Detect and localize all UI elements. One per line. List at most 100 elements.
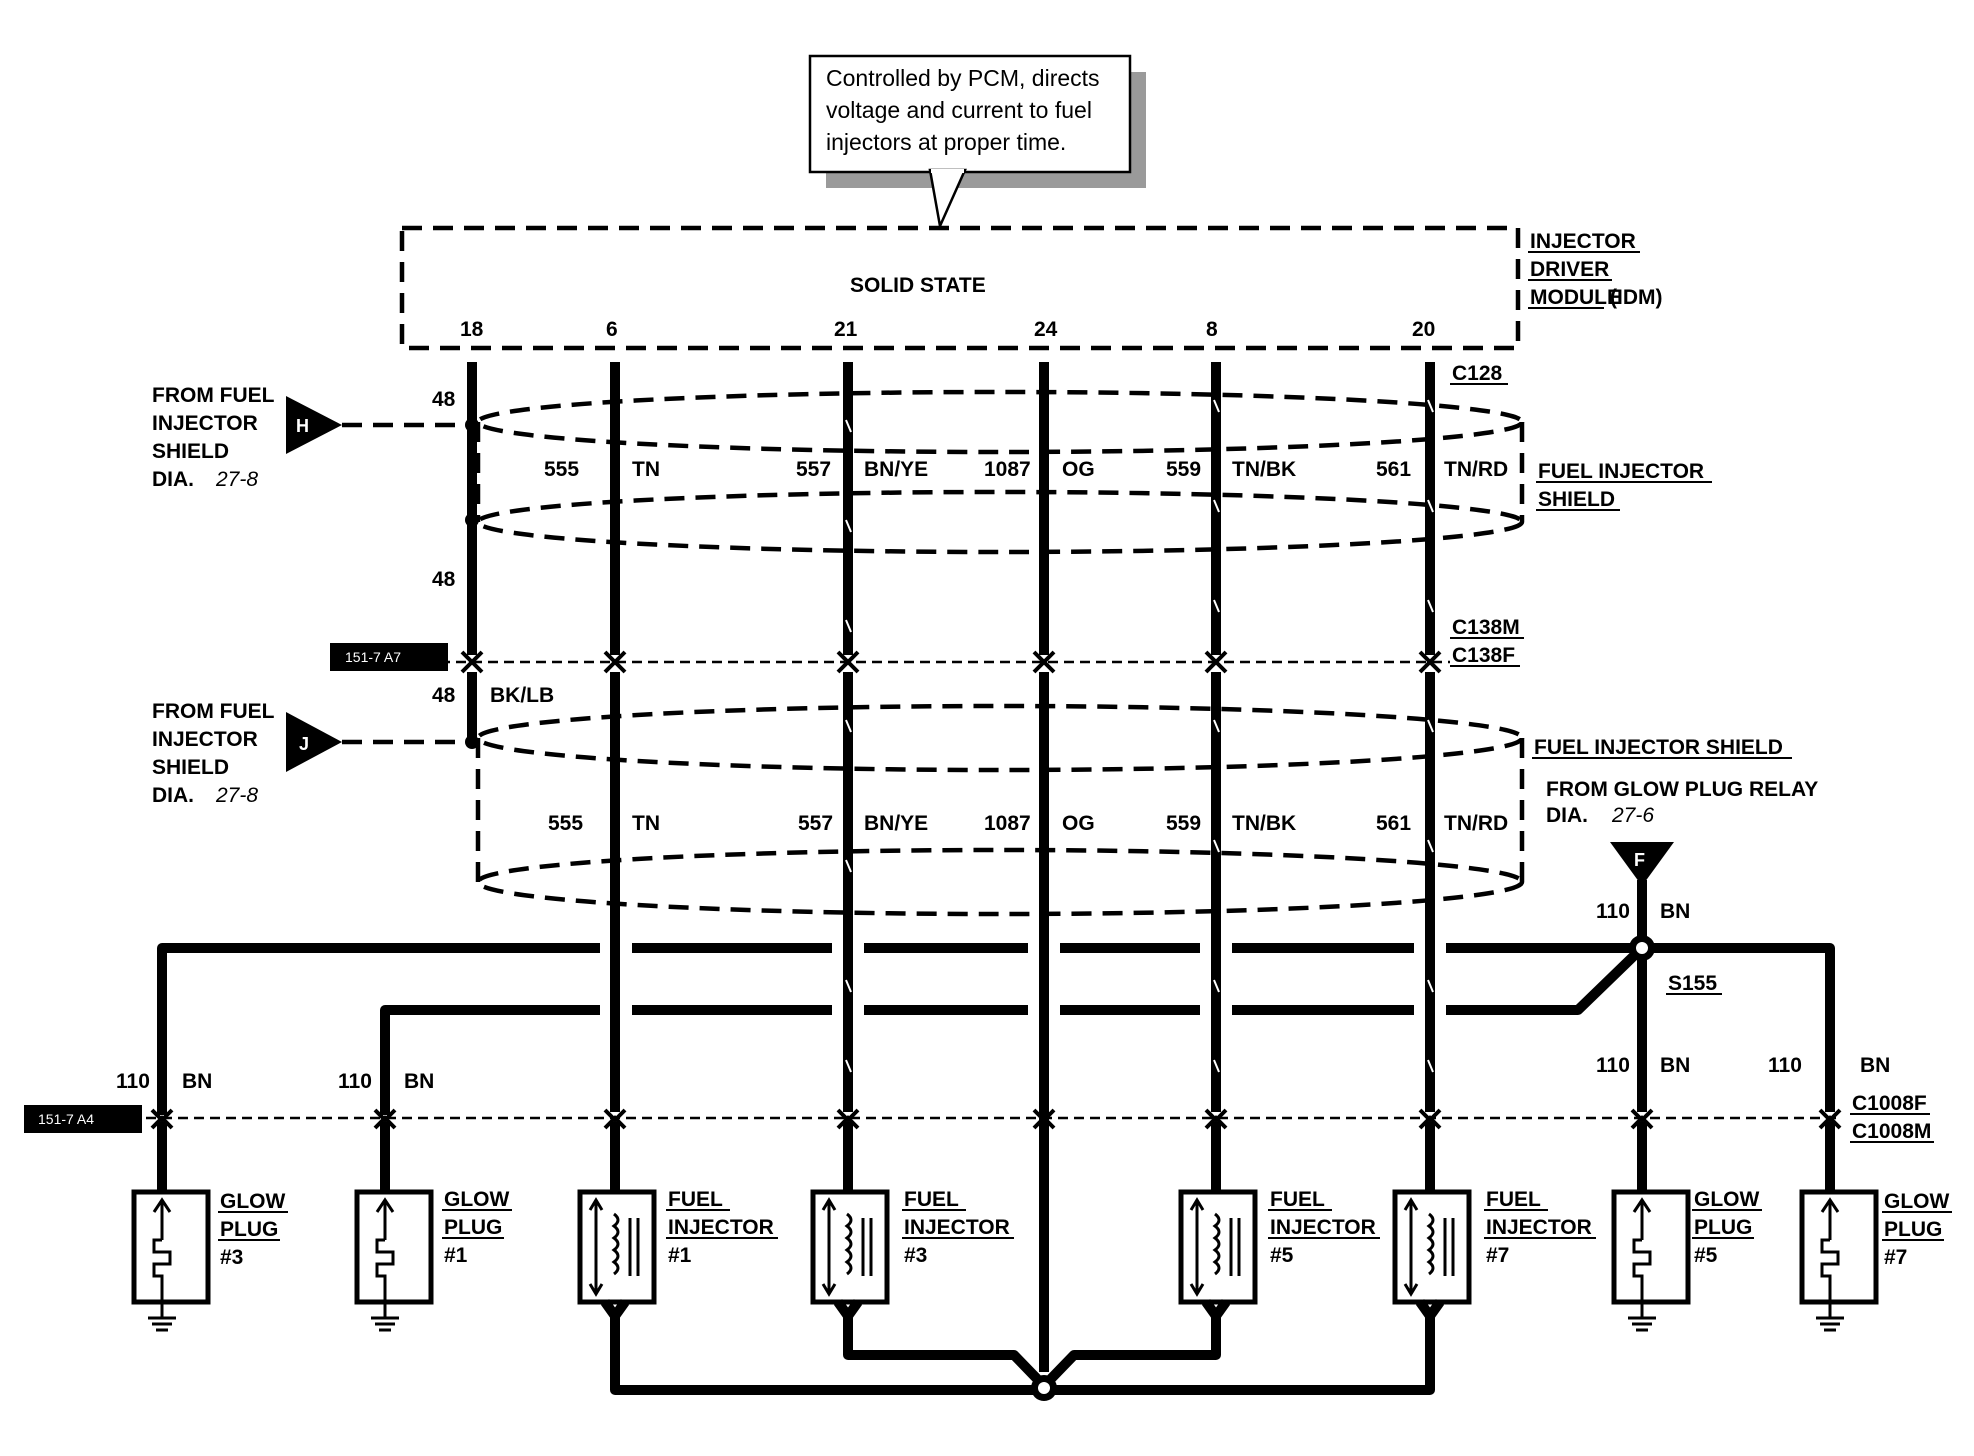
shield-label-bottom: FUEL INJECTOR SHIELD: [1532, 736, 1792, 759]
comp-6-line-2: PLUG: [1694, 1216, 1752, 1239]
connector-f-letter: F: [1634, 850, 1645, 870]
from-glow-relay-label: FROM GLOW PLUG RELAY DIA. 27-6: [1546, 778, 1818, 827]
comp-7-line-2: PLUG: [1884, 1218, 1942, 1241]
comp-0-line-3: #3: [220, 1246, 243, 1269]
wire-559-top: 559: [1166, 458, 1201, 481]
shield-top-line-1: FUEL INJECTOR: [1538, 460, 1704, 483]
injector-driver-module: SOLID STATE INJECTOR DRIVER MODULE (IDM)…: [399, 225, 1662, 351]
fuel-injector-shield-upper: [475, 389, 1525, 555]
wire-tn-rd-top: TN/RD: [1444, 458, 1508, 481]
from-glow-line-1: FROM GLOW PLUG RELAY: [1546, 778, 1818, 801]
comp-3-line-3: #3: [904, 1244, 927, 1267]
injector-return-wiring: [600, 1299, 1445, 1401]
wire-bn-relay: BN: [1660, 900, 1690, 923]
comp-3-line-1: FUEL: [904, 1188, 959, 1211]
module-name-line-2: DRIVER: [1530, 258, 1609, 281]
c1008f-label: C1008F: [1852, 1092, 1927, 1115]
wire-555-top: 555: [544, 458, 579, 481]
comp-1-line-3: #1: [444, 1244, 468, 1267]
shield-top-line-2: SHIELD: [1538, 488, 1615, 511]
comp-0-line-1: GLOW: [220, 1190, 285, 1213]
from-shield-h-dia-num: 27-8: [215, 468, 258, 491]
comp-2-line-2: INJECTOR: [668, 1216, 774, 1239]
wire-og-bottom: OG: [1062, 812, 1095, 835]
c138m-label: C138M: [1452, 616, 1520, 639]
wire-559-bottom: 559: [1166, 812, 1201, 835]
wire-557-bottom: 557: [798, 812, 833, 835]
glow-plug-1: [354, 1189, 434, 1332]
wire-561-top: 561: [1376, 458, 1411, 481]
wire-labels-top: 48 555 TN 557 BN/YE 1087 OG 559 TN/BK 56…: [432, 388, 1508, 591]
from-shield-h-dia: DIA.: [152, 468, 194, 491]
wire-561-bottom: 561: [1376, 812, 1411, 835]
c138f-label: C138F: [1452, 644, 1515, 667]
wire-bn-gp3: BN: [182, 1070, 212, 1093]
wire-48-top: 48: [432, 388, 456, 411]
glow-plug-3: [131, 1189, 211, 1332]
from-shield-j-dia-num: 27-8: [215, 784, 258, 807]
component-stubs: [157, 1122, 1835, 1192]
s155-label: S155: [1668, 972, 1717, 995]
wire-tn-bk-bottom: TN/BK: [1232, 812, 1296, 835]
from-glow-dia-num: 27-6: [1611, 804, 1654, 827]
wire-bn-gp1: BN: [404, 1070, 434, 1093]
wire-48-bottom: 48: [432, 684, 456, 707]
from-shield-j-dia: DIA.: [152, 784, 194, 807]
connector-j-letter: J: [299, 734, 309, 754]
ref-tag-top: 151-7 A7: [330, 643, 448, 671]
component-labels: GLOW PLUG #3 GLOW PLUG #1 FUEL INJECTOR …: [218, 1188, 1952, 1269]
shield-drain-h: [342, 418, 479, 527]
comp-5-line-2: INJECTOR: [1486, 1216, 1592, 1239]
tracer-marks: [845, 399, 1434, 1073]
wire-labels-bottom: 48 BK/LB 555 TN 557 BN/YE 1087 OG 559 TN…: [432, 684, 1508, 835]
from-shield-j-label: FROM FUEL INJECTOR SHIELD DIA. 27-8: [152, 700, 275, 807]
callout-line-3: injectors at proper time.: [826, 129, 1066, 155]
from-shield-j-line-3: SHIELD: [152, 756, 229, 779]
wire-110-gp7: 110: [1768, 1054, 1802, 1077]
wire-labels-glow: 110 BN 110 BN 110 BN 110 BN 110 BN: [116, 900, 1890, 1093]
from-glow-dia: DIA.: [1546, 804, 1588, 827]
pin-6: 6: [606, 318, 618, 341]
comp-6-line-3: #5: [1694, 1244, 1718, 1267]
fuel-injector-3: [810, 1189, 890, 1305]
fuel-injector-shield-lower: [475, 703, 1525, 917]
comp-0-line-2: PLUG: [220, 1218, 278, 1241]
from-shield-h-line-1: FROM FUEL: [152, 384, 275, 407]
wire-557-top: 557: [796, 458, 831, 481]
c1008m-label: C1008M: [1852, 1120, 1931, 1143]
from-shield-h-label: FROM FUEL INJECTOR SHIELD DIA. 27-8: [152, 384, 275, 491]
wire-tn-rd-bottom: TN/RD: [1444, 812, 1508, 835]
fuel-injector-5: [1178, 1189, 1258, 1305]
from-shield-h-line-2: INJECTOR: [152, 412, 258, 435]
comp-1-line-2: PLUG: [444, 1216, 502, 1239]
wire-bk-lb: BK/LB: [490, 684, 554, 707]
wire-bn-gp5: BN: [1660, 1054, 1690, 1077]
comp-7-line-3: #7: [1884, 1246, 1907, 1269]
connector-h: H: [286, 396, 342, 454]
comp-4-line-3: #5: [1270, 1244, 1294, 1267]
pin-24: 24: [1034, 318, 1058, 341]
connector-h-letter: H: [296, 416, 309, 436]
ref-tag-bottom: 151-7 A4: [24, 1105, 142, 1133]
wire-tn-bottom: TN: [632, 812, 660, 835]
wire-bn-ye-top: BN/YE: [864, 458, 928, 481]
pin-21: 21: [834, 318, 858, 341]
wire-1087-top: 1087: [984, 458, 1031, 481]
connector-f: F: [1610, 842, 1674, 886]
pin-8: 8: [1206, 318, 1218, 341]
callout-line-1: Controlled by PCM, directs: [826, 65, 1100, 91]
comp-2-line-3: #1: [668, 1244, 692, 1267]
wire-110-gp3: 110: [116, 1070, 150, 1093]
wire-110-gp1: 110: [338, 1070, 372, 1093]
module-name-suffix: (IDM): [1610, 286, 1662, 309]
ref-top-text: 151-7 A7: [345, 649, 401, 665]
pin-20: 20: [1412, 318, 1435, 341]
comp-6-line-1: GLOW: [1694, 1188, 1759, 1211]
from-shield-j-line-1: FROM FUEL: [152, 700, 275, 723]
connector-labels: C128 C138M C138F S155 C1008F C1008M: [1450, 362, 1934, 1143]
wire-og-top: OG: [1062, 458, 1095, 481]
c138-chevrons: [460, 650, 1442, 674]
comp-4-line-1: FUEL: [1270, 1188, 1325, 1211]
comp-1-line-1: GLOW: [444, 1188, 509, 1211]
